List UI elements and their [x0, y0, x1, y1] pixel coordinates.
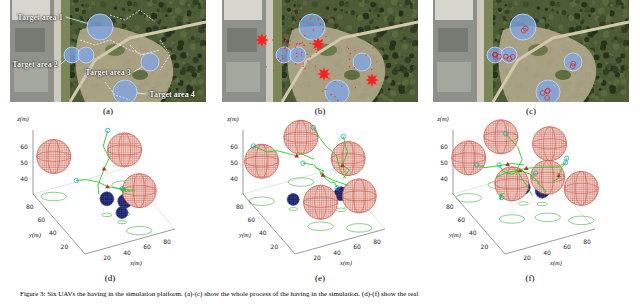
axis-label: x(m)	[550, 258, 562, 265]
axis-label: x(m)	[340, 258, 352, 265]
tick-label: 20	[481, 242, 489, 249]
leader-line	[137, 93, 146, 95]
panel-label: (e)	[315, 273, 325, 283]
tick-label: 80	[446, 202, 454, 209]
tick-label: 60	[458, 216, 466, 223]
tick-label: 60	[230, 143, 238, 150]
tick-label: 20	[61, 242, 69, 249]
tick-label: 40	[123, 248, 131, 255]
leader-line	[134, 67, 143, 72]
satellite-image	[10, 0, 206, 102]
tick-label: 20	[313, 254, 321, 261]
satellite-image	[222, 0, 418, 102]
target-area-label: Target area 2	[12, 60, 57, 69]
tick-label: 80	[373, 237, 381, 244]
panel-label: (b)	[315, 106, 326, 116]
trajectory-plot	[33, 128, 175, 254]
panel-label: (d)	[105, 273, 116, 283]
trajectory-plot	[243, 120, 385, 254]
tick-label: 80	[236, 202, 244, 209]
target-area-label: Target area 4	[149, 90, 194, 99]
tick-label: 40	[20, 175, 28, 182]
axis-label: z(m)	[437, 115, 449, 122]
tick-label: 60	[20, 143, 28, 150]
tick-label: 40	[230, 175, 238, 182]
panel-label: (c)	[526, 106, 536, 116]
axis-label: z(m)	[227, 115, 239, 122]
tick-label: 50	[440, 159, 448, 166]
tick-label: 40	[543, 248, 551, 255]
target-area-label: Target area 3	[85, 68, 130, 77]
tick-label: 40	[259, 229, 267, 236]
leader-line	[61, 60, 66, 64]
tick-label: 40	[469, 229, 477, 236]
axis-label: y(m)	[239, 231, 251, 238]
axis-label: z(m)	[17, 115, 29, 122]
tick-label: 60	[143, 243, 151, 250]
tick-label: 60	[248, 216, 256, 223]
target-area-label: Target area 1	[17, 13, 62, 22]
tick-label: 60	[440, 143, 448, 150]
tick-label: 40	[49, 229, 57, 236]
panel-label: (f)	[526, 273, 535, 283]
tick-label: 80	[583, 237, 591, 244]
axis-label: y(m)	[29, 231, 41, 238]
axis-label: x(m)	[130, 258, 142, 265]
tick-label: 40	[440, 175, 448, 182]
axis-label: y(m)	[449, 231, 461, 238]
tick-label: 60	[38, 216, 46, 223]
tick-label: 50	[230, 159, 238, 166]
tick-label: 20	[103, 254, 111, 261]
tick-label: 20	[523, 254, 531, 261]
leader-line	[66, 17, 88, 23]
tick-label: 80	[26, 202, 34, 209]
tick-label: 20	[271, 242, 279, 249]
trajectory-plot	[452, 120, 599, 254]
tick-label: 60	[353, 243, 361, 250]
tick-label: 80	[163, 237, 171, 244]
panel-label: (a)	[103, 106, 113, 116]
figure-caption: Figure 3: Six UAVs the having in the sim…	[20, 290, 418, 298]
satellite-image	[433, 0, 629, 102]
tick-label: 50	[20, 159, 28, 166]
tick-label: 60	[563, 243, 571, 250]
tick-label: 40	[333, 248, 341, 255]
